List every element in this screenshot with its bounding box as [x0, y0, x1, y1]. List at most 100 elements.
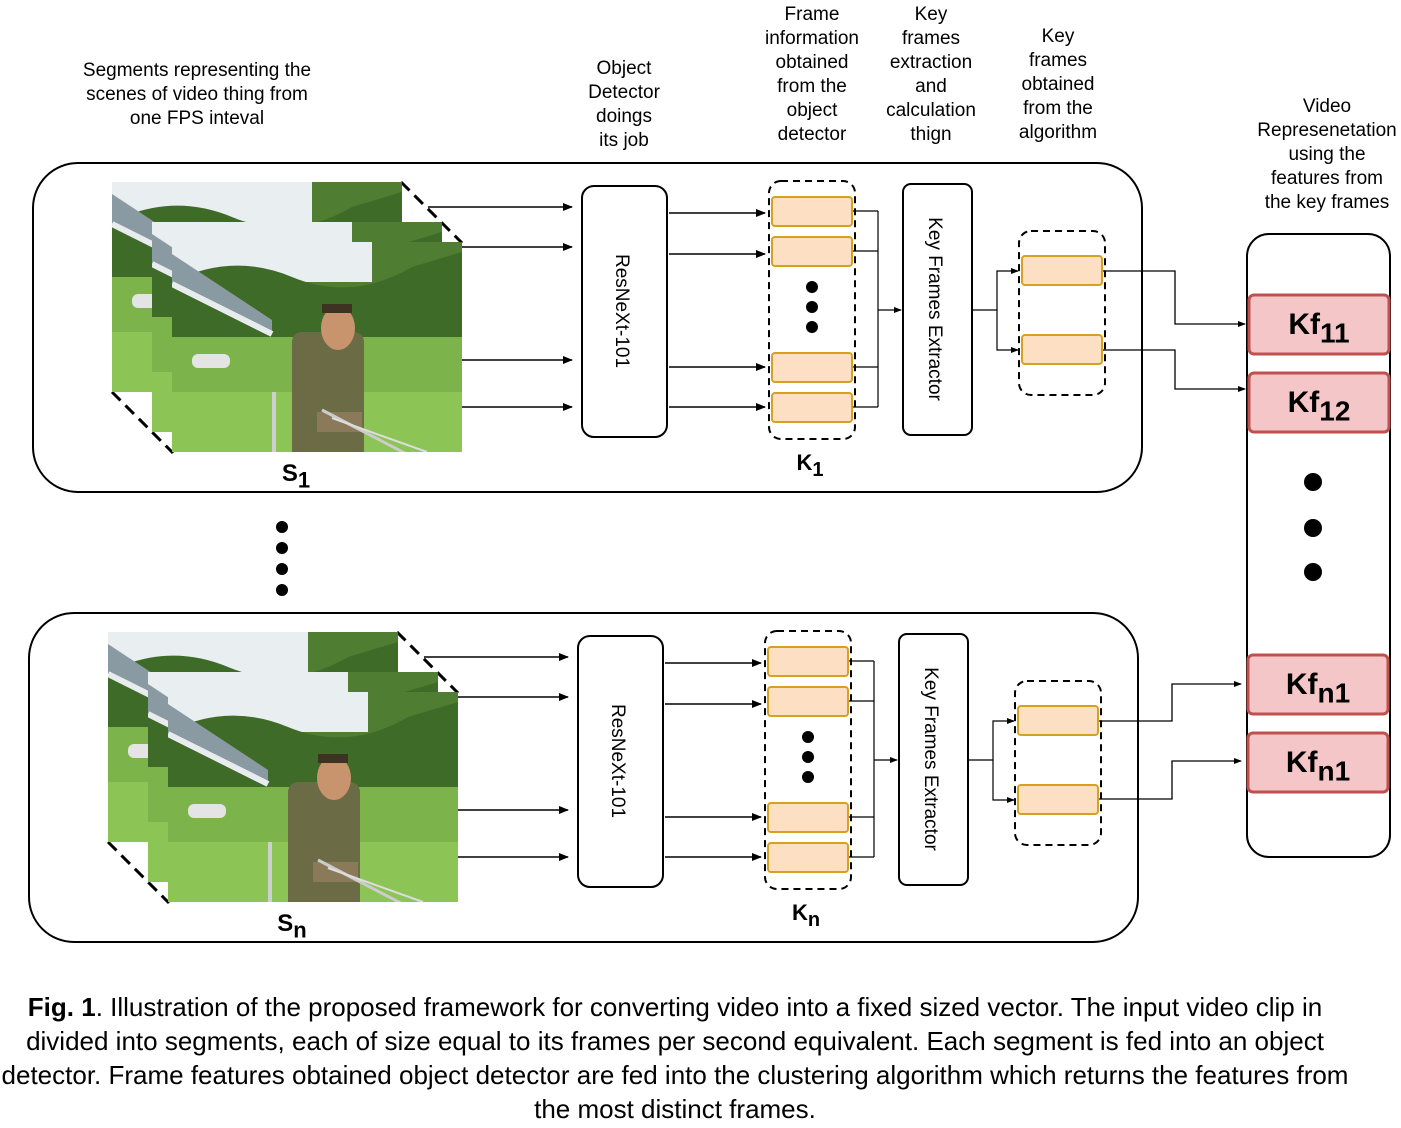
key-frame-vector: [1021, 255, 1103, 286]
frame-feature-vector: [767, 686, 849, 717]
feature-ellipsis-dot: [802, 751, 814, 763]
split-lines: [972, 268, 1019, 353]
segment-label: Sn: [277, 910, 306, 943]
object-detector-box: [577, 635, 664, 888]
kf-label: Kfn1: [1286, 746, 1350, 786]
frame-feature-vector: [771, 236, 853, 267]
feature-ellipsis-dot: [802, 771, 814, 783]
key-frames-extractor-name: Key Frames Extractor: [920, 667, 941, 851]
feature-ellipsis-dot: [802, 731, 814, 743]
label-line: information: [765, 28, 859, 49]
kf-box: [1246, 731, 1390, 794]
frame-features-container: [764, 630, 852, 890]
split-lines: [968, 718, 1015, 803]
stack-edge-top: [399, 180, 464, 245]
segment-label: S1: [282, 460, 310, 493]
feature-ellipsis-dot: [806, 281, 818, 293]
kf-label: Kf11: [1288, 308, 1349, 348]
label-line: algorithm: [1019, 122, 1097, 143]
kf-label: Kf12: [1288, 386, 1351, 426]
kf-label-sub: n1: [1317, 755, 1350, 786]
feature-ellipsis-dot: [806, 301, 818, 313]
caption-lead: Fig. 1: [27, 992, 96, 1022]
label-line: thign: [910, 124, 951, 145]
kf-label-sub: n1: [1317, 677, 1350, 708]
kf-box: [1247, 293, 1391, 356]
segment-label-base: S: [277, 910, 293, 937]
merge-lines: [849, 660, 875, 858]
label-line: object: [787, 100, 838, 121]
label-line: Frame: [785, 4, 840, 25]
kf-box: [1247, 371, 1391, 434]
label-line: frames: [902, 28, 960, 49]
k-label-sub: 1: [812, 459, 823, 481]
k-label: K1: [796, 450, 823, 481]
frame-feature-vector: [767, 646, 849, 677]
label-line: Object: [597, 58, 653, 79]
label-line: frames: [1029, 50, 1087, 71]
k-label: Kn: [792, 900, 820, 931]
k-label-base: K: [796, 450, 812, 475]
label-line: its job: [599, 130, 649, 151]
key-frame-vector: [1017, 784, 1099, 815]
label-line: Detector: [588, 82, 660, 103]
kf-box: [1246, 653, 1390, 716]
label-line: from the: [1023, 98, 1093, 119]
frame-feature-vector: [771, 352, 853, 383]
k-label-sub: n: [808, 909, 820, 931]
kf-label: Kfn1: [1286, 668, 1350, 708]
output-ellipsis-dots: [1304, 473, 1322, 581]
output-connectors: [1099, 270, 1246, 800]
label-line: extraction: [890, 52, 972, 73]
video-frame-thumbnail: [172, 242, 462, 452]
label-line: one FPS inteval: [130, 108, 264, 129]
key-frames-container: [1014, 680, 1102, 846]
object-detector-box: [581, 185, 668, 438]
kf-label-base: Kf: [1288, 386, 1321, 419]
segment-label-sub: 1: [298, 468, 310, 493]
key-frame-vector: [1021, 334, 1103, 365]
label-line: the key frames: [1265, 192, 1390, 213]
label-line: doings: [596, 106, 652, 127]
label-line: Key: [915, 4, 948, 25]
object-detector-name: ResNeXt-101: [607, 704, 628, 818]
figure-caption: Fig. 1. Illustration of the proposed fra…: [0, 990, 1350, 1126]
label-line: calculation: [886, 100, 976, 121]
key-frames-extractor-name: Key Frames Extractor: [924, 217, 945, 401]
video-frame-thumbnail: [168, 692, 458, 902]
ellipsis-dots: [276, 521, 288, 596]
kf-label-base: Kf: [1286, 746, 1319, 779]
segment-label-sub: n: [293, 918, 306, 943]
frame-features-container: [768, 180, 856, 440]
key-obtained-label: Key frames obtained from the algorithm: [1019, 26, 1097, 143]
k-label-base: K: [792, 900, 808, 925]
caption-text: . Illustration of the proposed framework…: [1, 992, 1349, 1124]
label-line: from the: [777, 76, 847, 97]
kf-label-sub: 11: [1320, 317, 1350, 348]
kf-label-base: Kf: [1288, 308, 1321, 341]
label-line: Key: [1042, 26, 1075, 47]
segment-label-base: S: [282, 460, 298, 487]
label-line: features from: [1271, 168, 1383, 189]
frame-feature-vector: [771, 196, 853, 227]
label-line: obtained: [1022, 74, 1095, 95]
label-line: obtained: [776, 52, 849, 73]
label-line: scenes of video thing from: [86, 84, 308, 105]
key-frames-container: [1018, 230, 1106, 396]
label-line: using the: [1288, 144, 1365, 165]
stack-edge-bottom: [106, 840, 171, 905]
